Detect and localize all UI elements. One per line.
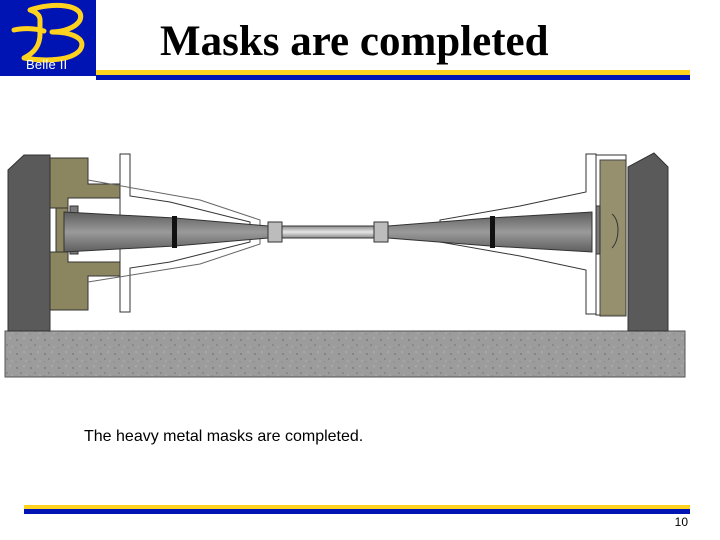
page-title: Masks are completed <box>160 18 549 65</box>
right-support-block <box>627 152 669 332</box>
mask-diagram <box>4 152 686 378</box>
left-support-block <box>7 154 51 332</box>
title-rule-blue <box>96 75 690 80</box>
beamline-figure <box>0 140 700 390</box>
footer-rule-blue <box>24 509 690 514</box>
right-bellows <box>373 221 389 243</box>
central-beam-pipe <box>281 225 375 239</box>
title-rule-yellow <box>96 70 690 75</box>
floor-slab <box>4 330 686 378</box>
footer-rule-yellow <box>24 505 690 509</box>
right-mask-marker <box>490 216 495 248</box>
left-mask-marker <box>172 216 177 248</box>
logo-caption: Belle II <box>26 57 68 72</box>
belle-ii-logo-icon: Belle II <box>0 0 96 76</box>
page-number: 10 <box>674 515 688 529</box>
figure-caption: The heavy metal masks are completed. <box>84 428 364 445</box>
left-bellows <box>267 221 283 243</box>
left-mask <box>63 211 269 253</box>
logo-graphic <box>0 0 96 76</box>
